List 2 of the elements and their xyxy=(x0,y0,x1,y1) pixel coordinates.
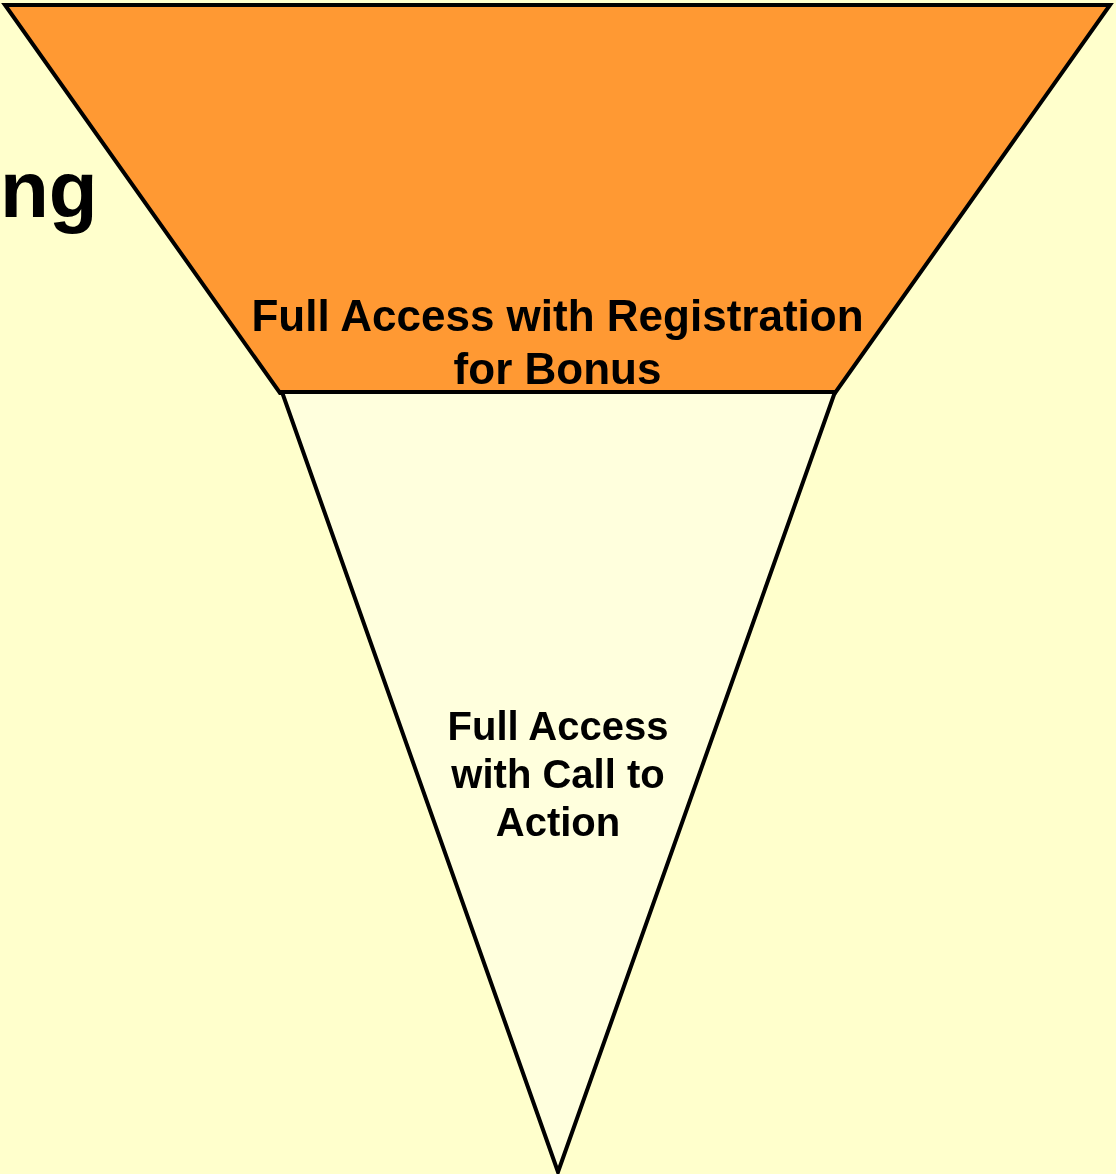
stage-label: Full Access with Call to Action xyxy=(446,703,670,846)
funnel-stage xyxy=(282,392,835,1172)
